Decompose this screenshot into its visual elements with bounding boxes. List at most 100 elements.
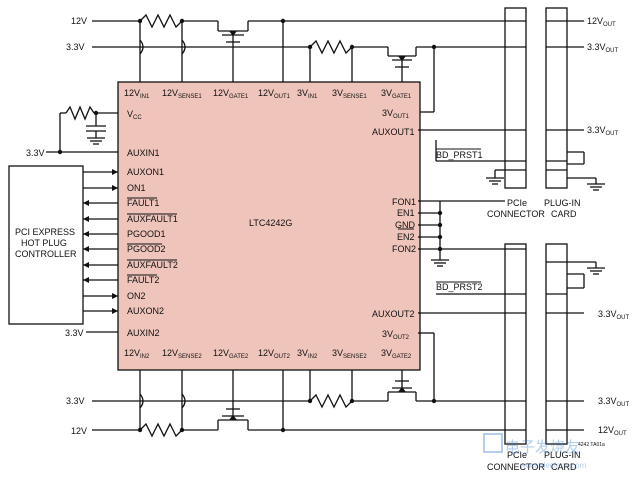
pin-pgood1: PGOOD1 — [127, 229, 166, 239]
bottom-12v-rail — [92, 408, 505, 438]
svg-text:12VOUT1: 12VOUT1 — [258, 88, 291, 100]
plug-in-card-top — [545, 7, 568, 189]
svg-text:3VSENSE2: 3VSENSE2 — [332, 348, 367, 360]
controller-line-3: CONTROLLER — [15, 249, 77, 259]
pin-auxin2: AUXIN2 — [127, 328, 160, 338]
top-12v-rail — [92, 13, 505, 82]
vcc-resistor — [65, 105, 95, 121]
sense-resistor-3v-bottom — [309, 393, 353, 409]
top-3v3-label: 3.3V — [66, 42, 85, 52]
pcie-connector-bottom — [504, 243, 527, 445]
pin-vcc: V — [127, 109, 133, 119]
svg-text:12VGATE1: 12VGATE1 — [213, 88, 249, 100]
pci-express-hot-plug-controller — [8, 165, 84, 325]
pin-en2: EN2 — [397, 232, 415, 242]
pin-top-1-main: 12V — [124, 88, 140, 98]
pin-bot-1-sub: IN2 — [140, 354, 150, 360]
pin-top-1-sub: IN1 — [140, 94, 150, 100]
pin-en1: EN1 — [397, 208, 415, 218]
auxin2-3v3-label: 3.3V — [65, 328, 84, 338]
svg-text:3VIN2: 3VIN2 — [297, 348, 318, 360]
top-connector-label-2: CONNECTOR — [487, 209, 545, 219]
pin-fon2: FON2 — [392, 244, 416, 254]
watermark-text: 电子发烧友 — [505, 439, 580, 456]
sense-resistor-12v-top — [139, 13, 183, 29]
watermark-url: www.elecfans.com — [519, 461, 587, 470]
bd-prst1-label: BD_PRST1 — [436, 150, 483, 160]
svg-text:3VIN1: 3VIN1 — [297, 88, 318, 100]
pin-bot-2-sub: SENSE2 — [178, 354, 202, 360]
vcc-network — [57, 105, 118, 155]
svg-text:VCC: VCC — [127, 109, 142, 121]
bottom-card-label-1: PLUG-IN — [544, 450, 581, 460]
top-pin-labels: 12VIN1 12VSENSE1 12VGATE1 12VOUT1 3VIN1 … — [124, 88, 412, 100]
pin-on2: ON2 — [127, 291, 146, 301]
figure-code: 4242 TA01a — [578, 442, 605, 448]
bottom-out-12v: 12VOUT — [598, 425, 627, 437]
pin-top-3-sub: GATE1 — [229, 94, 249, 100]
bottom-3v3-label: 3.3V — [66, 396, 85, 406]
pin-bot-7-main: 3V — [381, 348, 392, 358]
ltc4242g-chip — [117, 81, 421, 371]
right-pin-labels: 3VOUT1 AUXOUT1 FON1 EN1 GND EN2 FON2 AUX… — [372, 108, 416, 341]
sense-resistor-3v-top — [309, 39, 353, 55]
mosfet-12v-top — [217, 21, 249, 82]
pin-3vout2-sub: OUT2 — [393, 335, 410, 341]
control-pin-wiring — [418, 200, 505, 267]
top-card-label-1: PLUG-IN — [544, 198, 581, 208]
pin-top-6-sub: SENSE1 — [343, 94, 367, 100]
pin-auxon2: AUXON2 — [127, 306, 164, 316]
mosfet-3v-bottom — [387, 380, 417, 401]
bottom-card-label-2: CARD — [551, 462, 577, 472]
pin-top-4-main: 12V — [258, 88, 274, 98]
pin-top-7-sub: GATE1 — [392, 94, 412, 100]
controller-line-1: PCI EXPRESS — [15, 227, 75, 237]
pin-bot-5-sub: IN2 — [308, 354, 318, 360]
pin-top-2-main: 12V — [162, 88, 178, 98]
chip-name: LTC4242G — [249, 218, 292, 228]
active-low-overbars — [127, 148, 481, 283]
pin-auxon1: AUXON1 — [127, 167, 164, 177]
pin-3vout1-sub: OUT1 — [393, 114, 410, 120]
pin-bot-7-sub: GATE2 — [392, 354, 412, 360]
connector-pins-bottom — [505, 248, 567, 431]
plug-in-card-bottom — [545, 243, 568, 445]
pin-top-4-sub: OUT1 — [274, 94, 291, 100]
top-12v-label: 12V — [71, 16, 87, 26]
pin-top-3-main: 12V — [213, 88, 229, 98]
pin-3vout1: 3V — [382, 108, 393, 118]
pin-auxin1: AUXIN1 — [127, 148, 160, 158]
svg-text:12VOUT2: 12VOUT2 — [258, 348, 291, 360]
svg-text:12VSENSE1: 12VSENSE1 — [162, 88, 202, 100]
ground-icon — [87, 137, 105, 145]
top-out-3v3-1: 3.3VOUT — [587, 42, 619, 54]
bottom-out-3v3-1: 3.3VOUT — [598, 309, 630, 321]
pin-bot-5-main: 3V — [297, 348, 308, 358]
pin-gnd: GND — [395, 220, 416, 230]
card-ground-top — [587, 183, 605, 191]
pin-top-7-main: 3V — [381, 88, 392, 98]
controller-line-2: HOT PLUG — [21, 238, 67, 248]
bottom-3v3-rail — [92, 380, 505, 409]
pin-bot-3-sub: GATE2 — [229, 354, 249, 360]
pin-on1: ON1 — [127, 183, 146, 193]
svg-text:12VGATE2: 12VGATE2 — [213, 348, 249, 360]
svg-text:3VOUT2: 3VOUT2 — [382, 329, 410, 341]
pin-top-5-main: 3V — [297, 88, 308, 98]
left-pin-labels: VCC AUXIN1 AUXON1 ON1 FAULT1 AUXFAULT1 P… — [127, 109, 178, 338]
svg-text:12VSENSE2: 12VSENSE2 — [162, 348, 202, 360]
pin-bot-1-main: 12V — [124, 348, 140, 358]
bd-prst2-label: BD_PRST2 — [436, 282, 483, 292]
pin-auxout1: AUXOUT1 — [372, 127, 415, 137]
top-connector-label-1: PCIe — [507, 198, 527, 208]
pin-auxout2: AUXOUT2 — [372, 309, 415, 319]
top-card-label-2: CARD — [551, 209, 577, 219]
pin-bot-4-sub: OUT2 — [274, 354, 291, 360]
sense-resistor-12v-bottom — [139, 422, 183, 438]
pin-bot-2-main: 12V — [162, 348, 178, 358]
pin-top-6-main: 3V — [332, 88, 343, 98]
pin-3vout2: 3V — [382, 329, 393, 339]
svg-text:3VGATE2: 3VGATE2 — [381, 348, 412, 360]
svg-text:3VOUT1: 3VOUT1 — [382, 108, 410, 120]
pin-bot-4-main: 12V — [258, 348, 274, 358]
